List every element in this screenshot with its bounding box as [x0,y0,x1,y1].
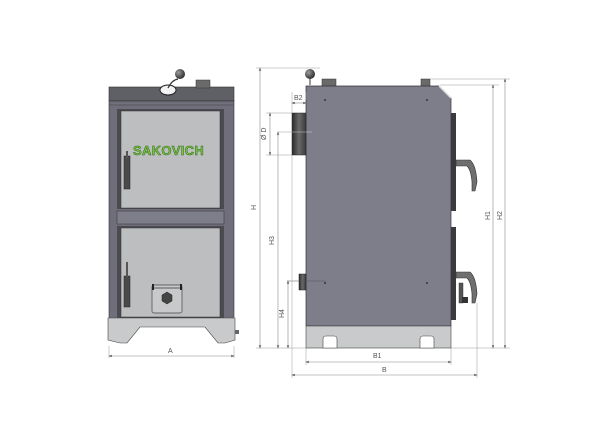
dimension-label-h2: H2 [497,211,504,220]
side-upper-handle [455,159,478,192]
upper-door-handle [123,155,131,190]
brand-logo: SAKOVICH [133,143,204,158]
dimension-label-a: A [168,348,173,355]
side-flue-stub-front [321,78,337,87]
side-flue-stub-rear [420,78,431,87]
door-divider [116,210,225,225]
upper-door-panel [120,110,221,209]
side-body [305,85,452,327]
dimension-label-h1: H1 [485,211,492,220]
side-knob-icon [305,69,315,79]
side-lower-handle [455,271,478,304]
thermometer-dial-icon [159,84,177,96]
front-view: SAKOVICH A [107,69,239,358]
side-view: H Ø D H3 H4 B2 B1 B H1 [251,67,510,378]
front-knob-icon [175,69,185,79]
dimension-label-d: Ø D [261,128,268,140]
dimension-label-b2: B2 [294,95,303,102]
lower-door-handle [123,275,131,308]
dimension-label-b: B [382,367,387,374]
flue-pipe [291,112,307,156]
return-pipe [298,273,307,291]
side-base [305,325,452,349]
side-upper-door [451,113,456,211]
dimension-label-h3: H3 [269,236,276,245]
dimension-label-h4: H4 [279,309,286,318]
front-base [107,317,236,344]
front-flue-stub [195,79,211,89]
dimension-label-b1: B1 [373,353,382,360]
air-damper-icon [151,284,183,314]
side-lower-door [451,227,456,320]
dimension-label-h: H [251,205,258,210]
